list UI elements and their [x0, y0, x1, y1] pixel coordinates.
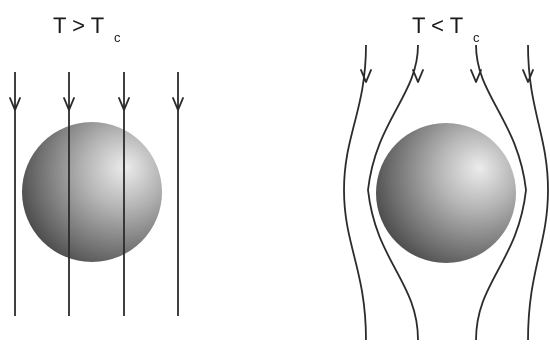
arrow-down-icon	[361, 70, 371, 82]
sphere-normal	[22, 122, 162, 262]
arrow-down-icon	[413, 70, 423, 82]
panel-normal-state: T > T c	[10, 13, 183, 316]
arrow-down-icon	[523, 70, 533, 82]
panel-superconducting-title: T < T	[412, 13, 463, 38]
panel-normal-title-subscript: c	[114, 30, 121, 45]
sphere-superconducting	[376, 123, 516, 263]
field-line-4	[528, 45, 548, 340]
panel-normal-title: T > T	[53, 13, 104, 38]
arrow-down-icon	[471, 70, 481, 82]
panel-superconducting-state: T < T c	[344, 13, 548, 340]
panel-superconducting-title-subscript: c	[473, 30, 480, 45]
field-line-1	[344, 45, 366, 340]
